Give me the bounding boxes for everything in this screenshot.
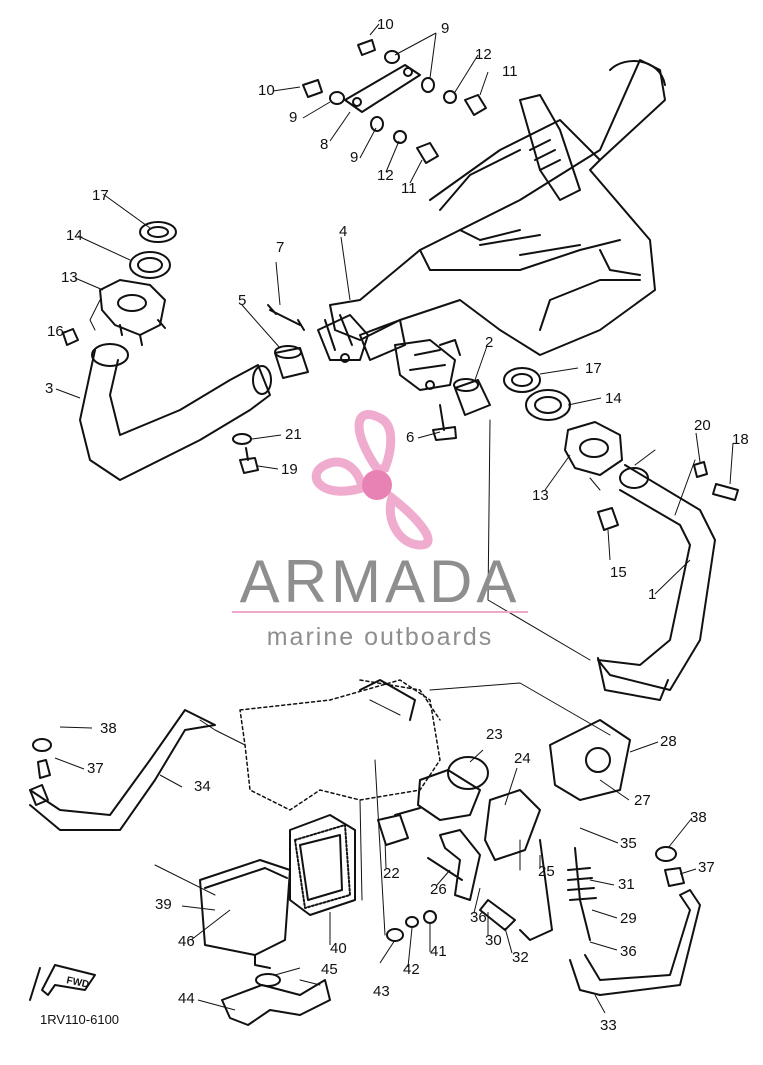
clamp-2-joint	[394, 339, 461, 391]
air-filter-40	[289, 814, 356, 916]
drain-44	[221, 973, 331, 1026]
callout-10: 10	[377, 16, 394, 33]
callout-34: 34	[194, 778, 211, 795]
callout-37: 37	[87, 760, 104, 777]
callout-46: 46	[178, 933, 195, 950]
callout-11: 11	[502, 63, 518, 80]
callout-7: 7	[276, 239, 284, 256]
callout-44: 44	[178, 990, 195, 1007]
callout-12: 12	[475, 46, 492, 63]
fwd-label: FWD	[65, 975, 90, 990]
cover-27	[549, 719, 631, 801]
callout-25: 25	[538, 863, 555, 880]
callout-36: 36	[620, 943, 637, 960]
callout-38: 38	[690, 809, 707, 826]
callout-32: 32	[512, 949, 529, 966]
muffler-assembly	[329, 59, 666, 356]
hardware-top	[302, 39, 487, 164]
callout-6: 6	[406, 429, 414, 446]
callout-29: 29	[620, 910, 637, 927]
callout-13: 13	[532, 487, 549, 504]
callout-45: 45	[321, 961, 338, 978]
callout-9: 9	[289, 109, 297, 126]
callout-4: 4	[339, 223, 347, 240]
frame-outline	[239, 679, 441, 811]
callout-17: 17	[585, 360, 602, 377]
callout-22: 22	[383, 865, 400, 882]
callout-13: 13	[61, 269, 78, 286]
callout-21: 21	[285, 426, 302, 443]
callout-20: 20	[694, 417, 711, 434]
callout-31: 31	[618, 876, 635, 893]
callout-26: 26	[430, 881, 447, 898]
callout-5: 5	[238, 292, 246, 309]
flange-13-left	[99, 279, 166, 346]
callout-15: 15	[610, 564, 627, 581]
callout-18: 18	[732, 431, 749, 448]
flange-13-right	[564, 421, 623, 476]
callout-42: 42	[403, 961, 420, 978]
callout-33: 33	[600, 1017, 617, 1034]
callout-14: 14	[605, 390, 622, 407]
callout-27: 27	[634, 792, 651, 809]
air-filter-case	[199, 859, 291, 969]
callout-43: 43	[373, 983, 390, 1000]
callout-10: 10	[258, 82, 275, 99]
callout-16: 16	[47, 323, 64, 340]
callout-14: 14	[66, 227, 83, 244]
exhaust-pipe-3	[79, 343, 272, 481]
exhaust-pipe-1	[597, 464, 716, 701]
air-pipe-34	[29, 709, 216, 831]
watermark-tagline: marine outboards	[267, 623, 494, 651]
callout-23: 23	[486, 726, 503, 743]
air-pipe-33	[569, 846, 701, 996]
callout-9: 9	[350, 149, 358, 166]
armada-logo	[311, 410, 433, 550]
callout-9: 9	[441, 20, 449, 37]
callout-17: 17	[92, 187, 109, 204]
callout-41: 41	[430, 943, 447, 960]
callout-30: 30	[485, 932, 502, 949]
callout-8: 8	[320, 136, 328, 153]
callout-39: 39	[155, 896, 172, 913]
callout-24: 24	[514, 750, 531, 767]
diagram-code: 1RV110-6100	[40, 1012, 119, 1027]
reed-valve-23	[394, 756, 489, 821]
callout-19: 19	[281, 461, 298, 478]
callout-2: 2	[485, 334, 493, 351]
callout-35: 35	[620, 835, 637, 852]
callout-36: 36	[470, 909, 487, 926]
callout-12: 12	[377, 167, 394, 184]
callout-40: 40	[330, 940, 347, 957]
callout-1: 1	[648, 586, 656, 603]
callout-38: 38	[100, 720, 117, 737]
watermark-brand: ARMADA	[240, 548, 521, 615]
callout-37: 37	[698, 859, 715, 876]
callout-11: 11	[401, 180, 417, 197]
callout-3: 3	[45, 380, 53, 397]
callout-28: 28	[660, 733, 677, 750]
